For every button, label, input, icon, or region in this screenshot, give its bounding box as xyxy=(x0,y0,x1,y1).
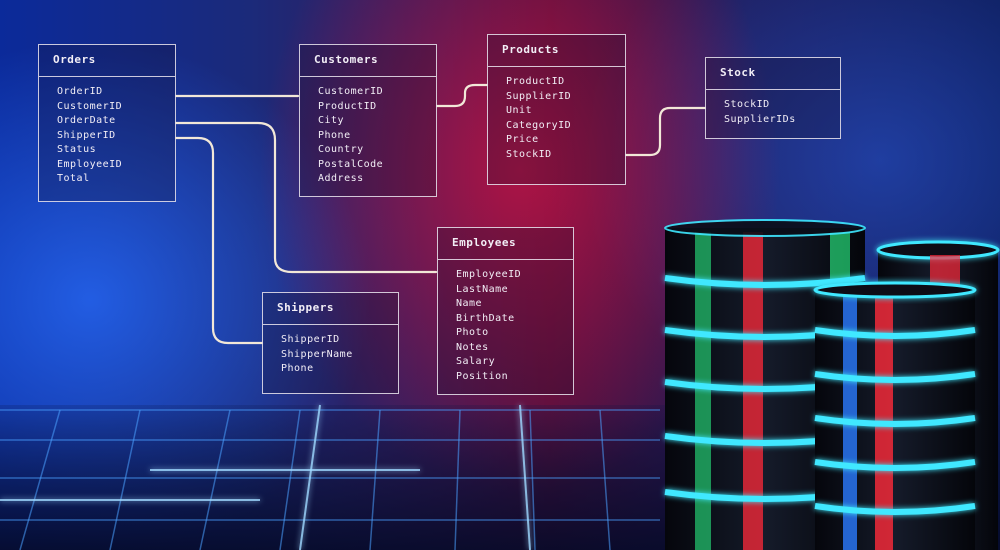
table-field: BirthDate xyxy=(456,312,515,324)
table-employees: Employees EmployeeID LastName Name Birth… xyxy=(437,227,574,395)
table-field: Salary xyxy=(456,356,496,367)
table-field: CustomerID xyxy=(318,86,384,97)
table-title: Employees xyxy=(438,228,573,260)
table-field: ShipperName xyxy=(281,348,353,360)
table-title: Orders xyxy=(39,45,175,77)
table-stock: Stock StockID SupplierIDs xyxy=(705,57,841,139)
table-field: LastName xyxy=(456,283,509,295)
table-orders: Orders OrderID CustomerID OrderDate Ship… xyxy=(38,44,176,202)
table-field: EmployeeID xyxy=(57,158,123,170)
table-title: Shippers xyxy=(263,293,398,325)
table-field: Photo xyxy=(456,327,489,338)
table-field: SupplierIDs xyxy=(724,113,796,125)
table-field: OrderID xyxy=(57,86,103,97)
table-field: Country xyxy=(318,144,364,155)
table-field: Name xyxy=(456,298,483,309)
table-customers: Customers CustomerID ProductID City Phon… xyxy=(299,44,437,197)
table-field: Phone xyxy=(318,129,351,141)
table-field: CustomerID xyxy=(57,100,123,112)
table-products: Products ProductID SupplierID Unit Categ… xyxy=(487,34,626,185)
table-field: ProductID xyxy=(506,76,565,87)
table-field: Phone xyxy=(281,363,314,374)
table-field: Unit xyxy=(506,105,533,116)
field-list: ProductID SupplierID Unit CategoryID Pri… xyxy=(488,67,625,170)
table-field: StockID xyxy=(506,148,552,160)
table-field: City xyxy=(318,115,345,126)
table-field: Status xyxy=(57,144,97,155)
table-field: ShipperID xyxy=(281,334,340,345)
floor-grid-bright xyxy=(0,404,531,550)
table-field: OrderDate xyxy=(57,115,116,126)
field-list: StockID SupplierIDs xyxy=(706,90,840,135)
relationship-lines xyxy=(174,83,707,345)
table-title: Stock xyxy=(706,58,840,90)
table-title: Products xyxy=(488,35,625,67)
field-list: EmployeeID LastName Name BirthDate Photo… xyxy=(438,260,573,392)
table-field: SupplierID xyxy=(506,90,572,102)
table-field: Total xyxy=(57,173,90,184)
table-field: ShipperID xyxy=(57,129,116,141)
field-list: ShipperID ShipperName Phone xyxy=(263,325,398,385)
field-list: CustomerID ProductID City Phone Country … xyxy=(300,77,436,195)
table-field: EmployeeID xyxy=(456,269,522,280)
table-field: PostalCode xyxy=(318,158,384,170)
table-title: Customers xyxy=(300,45,436,77)
field-list: OrderID CustomerID OrderDate ShipperID S… xyxy=(39,77,175,195)
table-field: Price xyxy=(506,134,539,145)
database-cylinder-right xyxy=(813,281,977,550)
table-field: StockID xyxy=(724,99,770,110)
floor-grid xyxy=(0,409,660,550)
table-field: Position xyxy=(456,370,509,382)
table-shippers: Shippers ShipperID ShipperName Phone xyxy=(262,292,399,394)
table-field: Address xyxy=(318,173,364,184)
table-field: Notes xyxy=(456,341,489,353)
table-field: ProductID xyxy=(318,100,377,112)
table-field: CategoryID xyxy=(506,119,572,131)
